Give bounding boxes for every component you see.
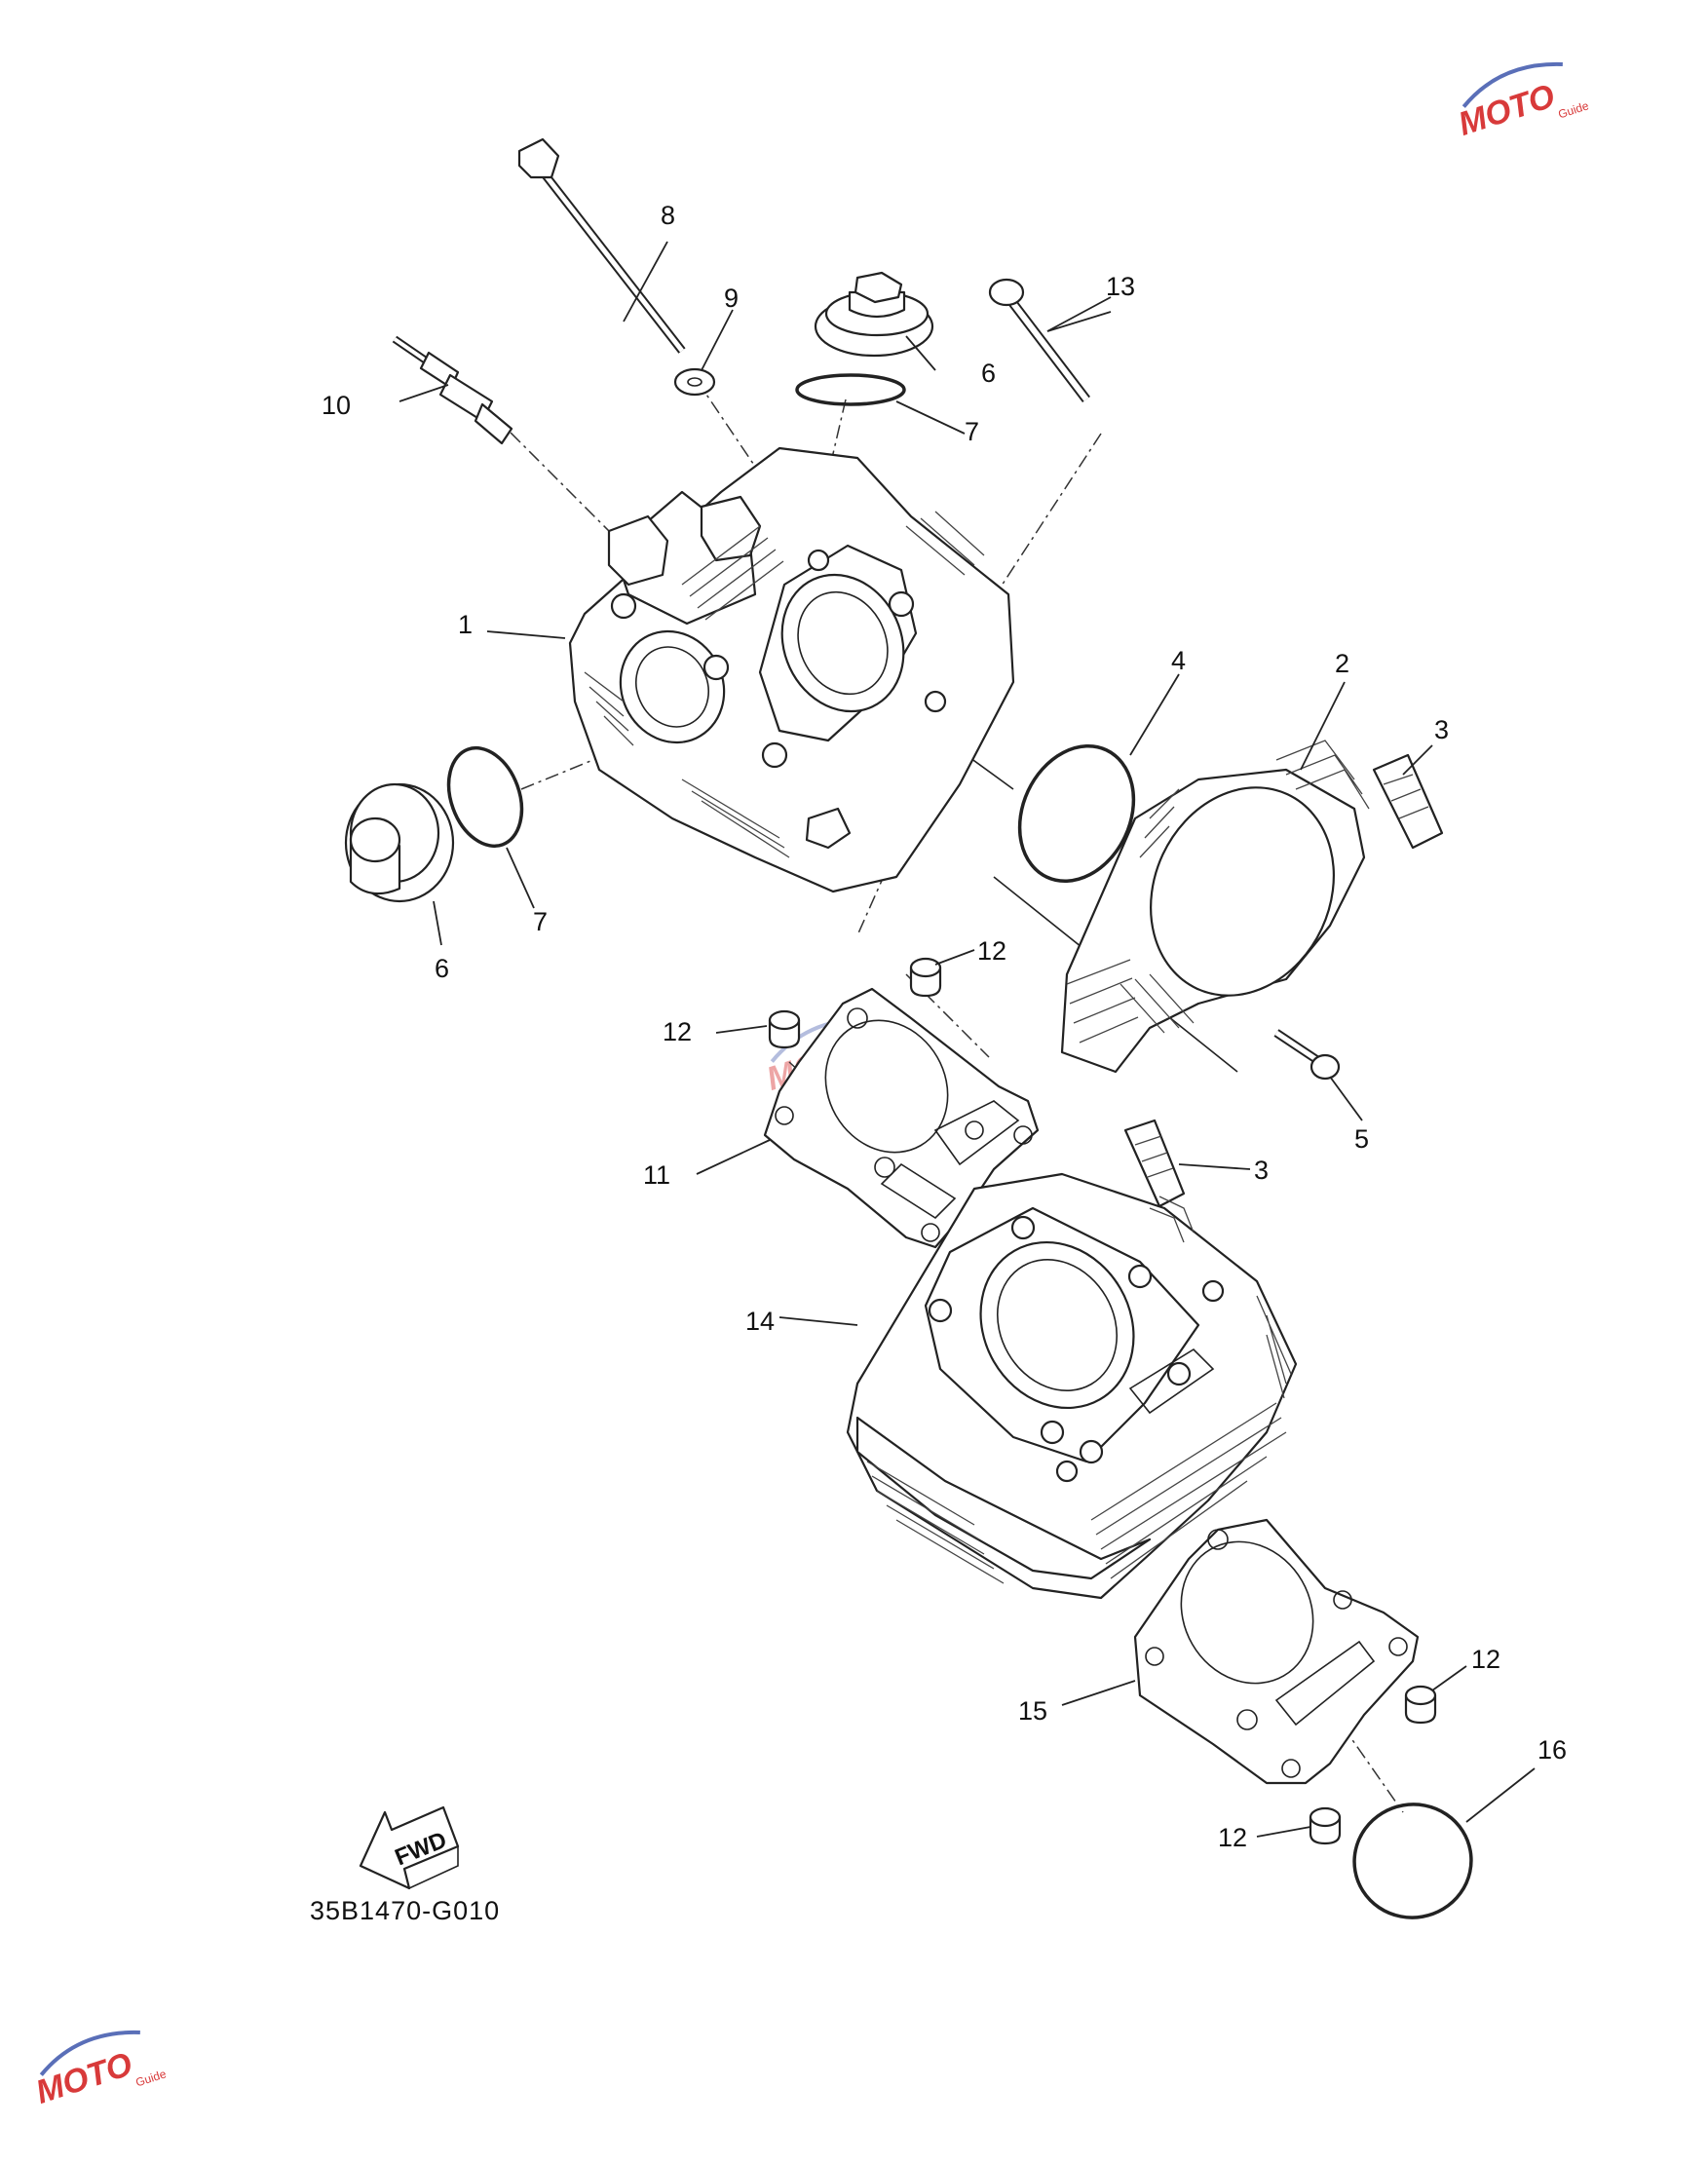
callout-16: 16 — [1537, 1735, 1567, 1765]
dowel-pin-12-b — [909, 957, 942, 998]
dowel-pin-12-a — [768, 1009, 801, 1049]
callout-6-top: 6 — [981, 359, 996, 388]
callout-5: 5 — [1354, 1124, 1369, 1154]
base-gasket-15 — [1133, 1518, 1420, 1785]
callout-8: 8 — [661, 201, 675, 230]
callout-2: 2 — [1335, 649, 1349, 678]
washer-9 — [673, 367, 716, 397]
dowel-pin-12-d — [1309, 1806, 1342, 1845]
callout-9: 9 — [724, 284, 739, 313]
o-ring-7-top — [795, 373, 906, 406]
callout-1: 1 — [458, 610, 473, 639]
callout-13: 13 — [1106, 272, 1135, 301]
o-ring-4 — [1017, 743, 1136, 884]
callout-3-top: 3 — [1434, 715, 1449, 744]
svg-text:MOTO: MOTO — [1454, 77, 1559, 142]
svg-text:MOTO: MOTO — [31, 2045, 136, 2110]
head-cover-2 — [1060, 740, 1370, 1074]
svg-text:Guide: Guide — [1557, 98, 1591, 121]
plug-cap-6-left — [344, 782, 455, 903]
fwd-direction-arrow: FWD — [359, 1805, 460, 1890]
bolt-13 — [988, 278, 1090, 403]
callout-15: 15 — [1018, 1696, 1047, 1726]
watermark-logo-top: MOTO Guide — [1454, 62, 1591, 143]
spark-plug-10 — [392, 335, 513, 445]
callout-12-c: 12 — [1471, 1645, 1500, 1674]
diagram-code: 35B1470-G010 — [310, 1896, 500, 1925]
dowel-pin-12-c — [1404, 1685, 1437, 1725]
svg-text:Guide: Guide — [134, 2067, 169, 2089]
leader-lines — [399, 241, 1536, 1838]
callout-10: 10 — [322, 391, 351, 420]
damper-3-bottom — [1123, 1119, 1186, 1208]
o-ring-7-left — [446, 745, 524, 849]
bolt-5 — [1273, 1029, 1341, 1081]
callout-4: 4 — [1171, 646, 1186, 675]
callouts: 1 2 3 3 4 5 6 6 7 7 8 9 10 11 12 12 12 1… — [322, 201, 1567, 1852]
callout-12-a: 12 — [663, 1017, 692, 1046]
callout-3-bottom: 3 — [1254, 1156, 1269, 1185]
o-ring-16 — [1352, 1803, 1473, 1919]
watermark-logo-bottom: MOTO Guide — [31, 2031, 169, 2111]
plug-cap-6-top — [814, 271, 934, 358]
callout-7-top: 7 — [965, 417, 979, 446]
cylinder-head-1 — [568, 446, 1015, 893]
damper-3-top — [1372, 753, 1444, 850]
callout-12-b: 12 — [977, 936, 1006, 966]
bolt-8 — [517, 137, 686, 354]
cylinder-block-14 — [846, 1172, 1298, 1600]
callout-6-left: 6 — [435, 954, 449, 983]
callout-14: 14 — [745, 1307, 775, 1336]
callout-11: 11 — [643, 1160, 670, 1190]
callout-12-d: 12 — [1218, 1823, 1247, 1852]
callout-7-left: 7 — [533, 907, 548, 936]
